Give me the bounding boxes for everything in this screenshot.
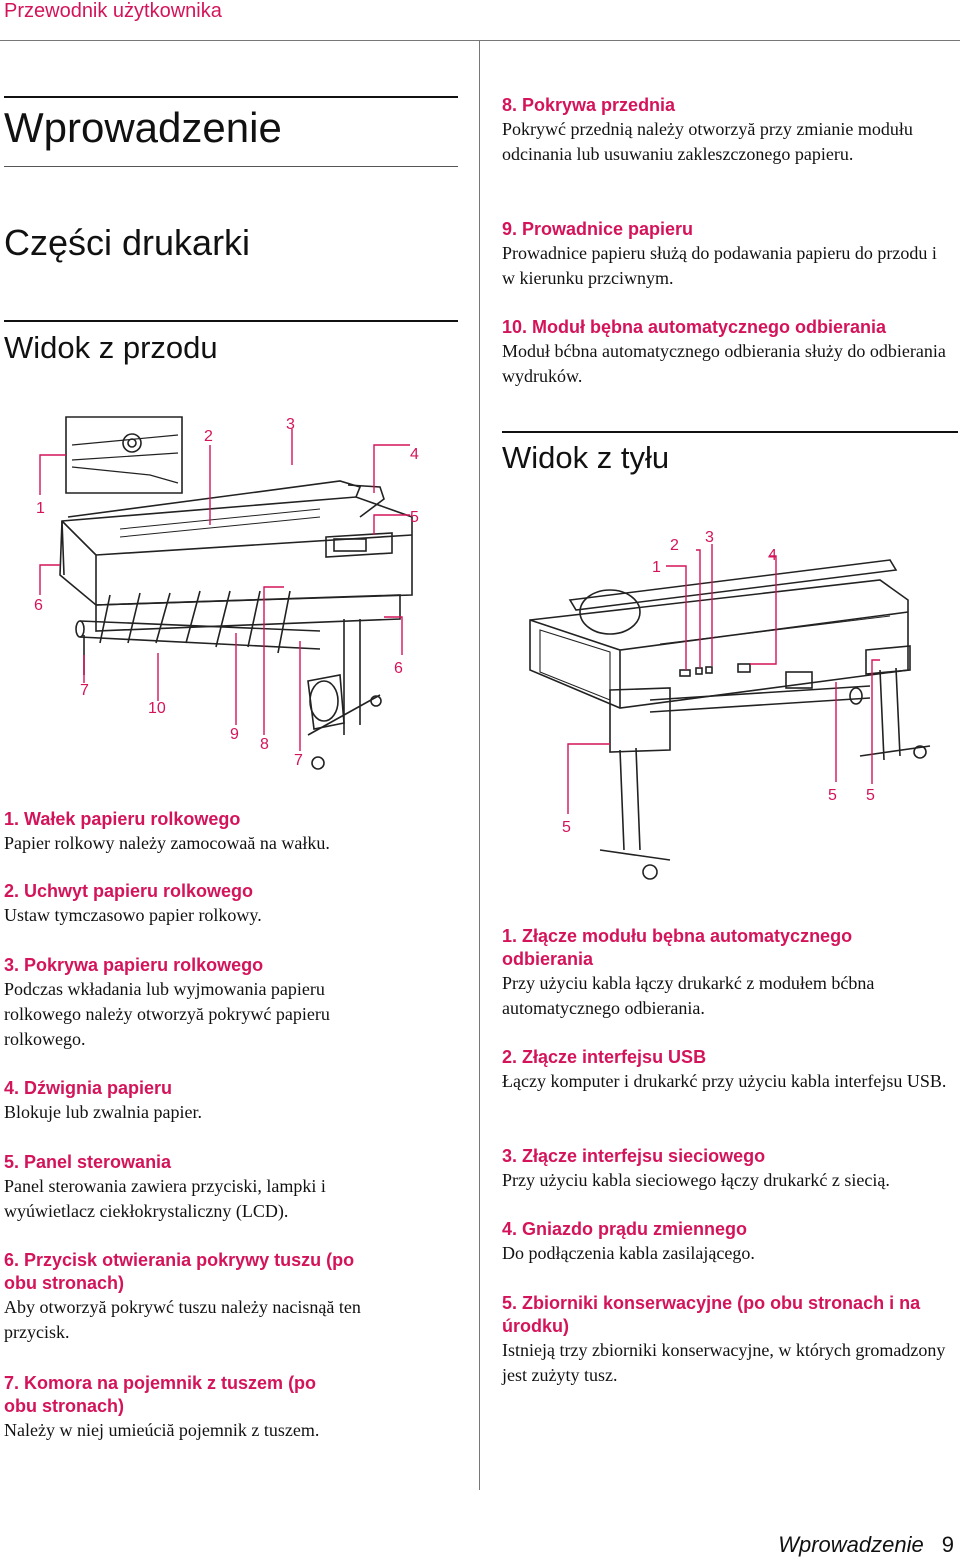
- item-desc: Blokuje lub zwalnia papier.: [4, 1102, 202, 1122]
- front-callout-7-left: 7: [80, 682, 89, 699]
- page-number: 9: [941, 1532, 954, 1557]
- item-title: 2. Złącze interfejsu USB: [502, 1047, 707, 1067]
- back-callout-5-right: 5: [866, 787, 875, 804]
- front-item-9: 9. Prowadnice papieru Prowadnice papieru…: [502, 218, 952, 291]
- front-item-7: 7. Komora na pojemnik z tuszem (po obu s…: [4, 1372, 424, 1443]
- item-title: 7. Komora na pojemnik z tuszem (po obu s…: [4, 1373, 317, 1416]
- front-view-title: Widok z przodu: [4, 330, 218, 365]
- back-rule: [502, 431, 958, 433]
- item-title: 4. Dźwignia papieru: [4, 1078, 173, 1098]
- header-divider: [0, 40, 960, 41]
- chapter-underline: [4, 166, 458, 167]
- back-item-3: 3. Złącze interfejsu sieciowego Przy uży…: [502, 1145, 957, 1193]
- front-item-2: 2. Uchwyt papieru rolkowego Ustaw tymcza…: [4, 880, 454, 928]
- front-view-diagram: 1 2 3 4 5 6 6 7 10 9 8 7: [34, 416, 419, 770]
- item-title: 8. Pokrywa przednia: [502, 95, 676, 115]
- front-item-6: 6. Przycisk otwierania pokrywy tuszu (po…: [4, 1249, 424, 1345]
- back-item-1: 1. Złącze modułu bębna automatycznego od…: [502, 925, 952, 1021]
- front-item-5: 5. Panel sterowania Panel sterowania zaw…: [4, 1151, 394, 1224]
- item-desc: Papier rolkowy należy zamocowaă na wałku…: [4, 833, 330, 853]
- front-callout-3: 3: [286, 416, 295, 433]
- page-footer: Wprowadzenie 9: [778, 1532, 954, 1558]
- back-callout-1: 1: [652, 559, 661, 576]
- item-desc: Istnieją trzy zbiorniki konserwacyjne, w…: [502, 1340, 946, 1385]
- front-callout-1: 1: [36, 500, 45, 517]
- item-title: 3. Złącze interfejsu sieciowego: [502, 1146, 766, 1166]
- back-callout-2: 2: [670, 537, 679, 554]
- front-callout-7-right: 7: [294, 752, 303, 769]
- front-item-10: 10. Moduł bębna automatycznego odbierani…: [502, 316, 952, 389]
- item-desc: Do podłączenia kabla zasilającego.: [502, 1243, 755, 1263]
- back-view-title: Widok z tyłu: [502, 440, 670, 475]
- front-callout-9: 9: [230, 726, 239, 743]
- chapter-title: Wprowadzenie: [4, 104, 282, 151]
- item-title: 1. Złącze modułu bębna automatycznego od…: [502, 926, 853, 969]
- item-title: 10. Moduł bębna automatycznego odbierani…: [502, 317, 887, 337]
- front-callout-10: 10: [148, 700, 166, 717]
- item-desc: Podczas wkładania lub wyjmowania papieru…: [4, 979, 330, 1049]
- front-item-8: 8. Pokrywa przednia Pokrywć przednią nal…: [502, 94, 922, 167]
- item-desc: Należy w niej umieúciă pojemnik z tuszem…: [4, 1420, 320, 1440]
- front-item-1: 1. Wałek papieru rolkowego Papier rolkow…: [4, 808, 454, 856]
- item-desc: Ustaw tymczasowo papier rolkowy.: [4, 905, 262, 925]
- back-callout-4: 4: [768, 547, 777, 564]
- chapter-rule: [4, 96, 458, 98]
- front-callout-2: 2: [204, 428, 213, 445]
- item-title: 5. Panel sterowania: [4, 1152, 172, 1172]
- item-title: 9. Prowadnice papieru: [502, 219, 694, 239]
- footer-section: Wprowadzenie: [778, 1532, 924, 1557]
- front-callout-6-left: 6: [34, 597, 43, 614]
- item-desc: Pokrywć przednią należy otworzyă przy zm…: [502, 119, 913, 164]
- item-desc: Łączy komputer i drukarkć przy użyciu ka…: [502, 1071, 947, 1091]
- back-callout-3: 3: [705, 529, 714, 546]
- front-rule: [4, 320, 458, 322]
- item-title: 5. Zbiorniki konserwacyjne (po obu stron…: [502, 1293, 921, 1336]
- back-callout-5-center: 5: [828, 787, 837, 804]
- back-item-2: 2. Złącze interfejsu USB Łączy komputer …: [502, 1046, 957, 1094]
- front-callout-6-right: 6: [394, 660, 403, 677]
- item-title: 4. Gniazdo prądu zmiennego: [502, 1219, 748, 1239]
- item-desc: Aby otworzyă pokrywć tuszu należy nacisn…: [4, 1297, 361, 1342]
- item-desc: Moduł bćbna automatycznego odbierania sł…: [502, 341, 946, 386]
- back-callout-5-left: 5: [562, 819, 571, 836]
- front-callout-5: 5: [410, 509, 419, 526]
- section-title: Części drukarki: [4, 222, 251, 263]
- column-divider: [479, 40, 480, 1490]
- back-view-diagram: 1 2 3 4 5 5 5: [529, 529, 931, 880]
- running-header: Przewodnik użytkownika: [4, 0, 222, 22]
- front-callout-8: 8: [260, 736, 269, 753]
- item-title: 3. Pokrywa papieru rolkowego: [4, 955, 264, 975]
- item-desc: Przy użyciu kabla łączy drukarkć z moduł…: [502, 973, 875, 1018]
- front-item-4: 4. Dźwignia papieru Blokuje lub zwalnia …: [4, 1077, 454, 1125]
- back-item-4: 4. Gniazdo prądu zmiennego Do podłączeni…: [502, 1218, 957, 1266]
- back-item-5: 5. Zbiorniki konserwacyjne (po obu stron…: [502, 1292, 957, 1388]
- item-desc: Panel sterowania zawiera przyciski, lamp…: [4, 1176, 326, 1221]
- item-title: 1. Wałek papieru rolkowego: [4, 809, 241, 829]
- item-desc: Prowadnice papieru służą do podawania pa…: [502, 243, 937, 288]
- item-title: 2. Uchwyt papieru rolkowego: [4, 881, 254, 901]
- item-title: 6. Przycisk otwierania pokrywy tuszu (po…: [4, 1250, 355, 1293]
- front-item-3: 3. Pokrywa papieru rolkowego Podczas wkł…: [4, 954, 394, 1052]
- front-callout-4: 4: [410, 446, 419, 463]
- item-desc: Przy użyciu kabla sieciowego łączy druka…: [502, 1170, 890, 1190]
